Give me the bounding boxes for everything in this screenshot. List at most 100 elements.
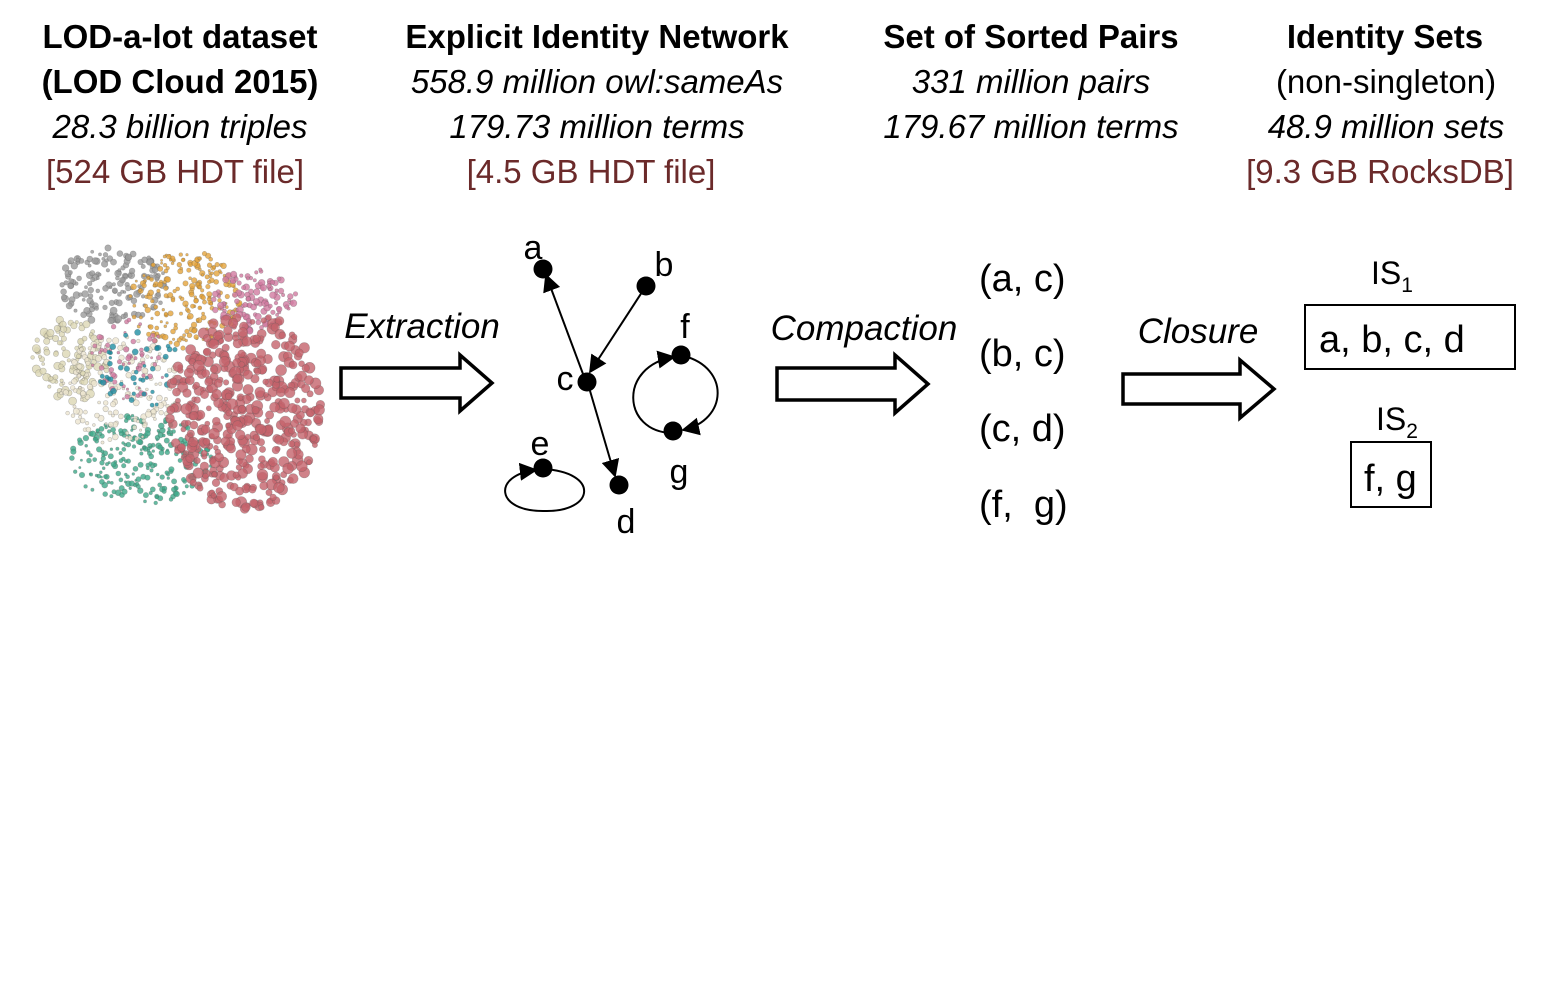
node-b [636,276,656,296]
cloud-dot [202,347,212,357]
cloud-dot [39,367,47,375]
cloud-dot [160,375,164,380]
cloud-dot [160,261,164,265]
cloud-dot [190,321,198,329]
cloud-dot [200,273,205,277]
cloud-dot [306,390,314,398]
cloud-dot [155,438,159,442]
column-explicit-identity-network: Explicit Identity Network 558.9 million … [405,18,789,190]
cloud-dot [185,253,189,257]
cloud-dot [254,270,259,275]
cloud-dot [47,384,52,389]
cloud-dot [252,334,261,343]
cloud-dot [189,282,196,290]
cloud-dot [139,353,144,358]
cloud-dot [241,336,253,347]
column-set-of-sorted-pairs: Set of Sorted Pairs 331 million pairs 17… [883,18,1178,145]
cloud-dot [92,423,96,427]
cloud-dot [212,331,223,341]
cloud-dot [176,337,182,343]
cloud-dot [150,356,154,360]
cloud-dot [153,462,158,468]
cloud-dot [184,338,188,343]
cloud-dot [172,337,176,341]
node-label-f: f [680,308,690,346]
cloud-dot [30,355,35,360]
cloud-dot [112,433,119,441]
cloud-dot [241,285,247,291]
cloud-dot [166,346,173,353]
node-label-c: c [557,360,574,398]
cloud-dot [102,347,108,353]
gray-cluster [59,244,169,325]
cloud-dot [129,250,137,258]
cloud-dot [158,300,163,306]
cloud-dot [180,345,186,351]
cloud-dot [82,320,91,329]
identity-set-box [1350,441,1432,508]
cloud-dot [193,396,201,404]
cloud-dot [223,325,233,336]
cloud-dot [287,403,298,414]
cloud-dot [115,446,120,451]
cloud-dot [128,267,136,275]
step-label: Compaction [771,309,958,348]
cloud-dot [96,333,103,341]
cloud-dot [110,426,116,433]
cloud-dot [95,276,100,281]
cloud-dot [252,433,261,442]
cloud-dot [173,340,181,348]
cloud-dot [201,251,208,257]
cloud-dot [157,482,163,488]
cloud-dot [313,413,324,425]
cloud-dot [109,494,114,499]
identity-set-label: IS2 [1376,401,1418,443]
cloud-dot [97,431,103,436]
cloud-dot [306,409,315,418]
cloud-dot [71,359,78,366]
cloud-dot [205,405,212,412]
cloud-dot [126,317,132,323]
cloud-dot [106,429,112,434]
cloud-dot [147,336,153,342]
cloud-dot [149,277,154,282]
cloud-dot [130,413,135,418]
cloud-dot [78,414,83,419]
cloud-dot [238,361,245,368]
cloud-dot [278,331,287,340]
cloud-dot [149,395,153,399]
cloud-dot [141,418,147,424]
cloud-dot [217,298,222,303]
cloud-dot [162,280,167,285]
cloud-dot [169,377,178,386]
cloud-dot [130,283,137,291]
cloud-dot [238,404,246,413]
cloud-dot [60,294,67,301]
cloud-dot [108,367,115,373]
cloud-dot [182,388,192,398]
cloud-dot [144,430,151,437]
cloud-dot [118,428,124,434]
cloud-dot [204,377,214,387]
cloud-dot [245,296,251,302]
cloud-dot [95,288,101,294]
cloud-dot [282,462,294,475]
cloud-dot [107,453,114,460]
cloud-dot [232,334,240,342]
cloud-dot [190,303,196,309]
pair-item: (c, d) [979,408,1066,450]
node-g [663,421,683,441]
column-title-line: Identity Sets [1287,18,1483,55]
cloud-dot [186,332,193,339]
cloud-dot [139,451,144,456]
cloud-dot [193,359,205,372]
cloud-dot [150,298,155,304]
cloud-dot [141,373,146,378]
cloud-dot [62,389,70,396]
cloud-dot [85,426,92,433]
cloud-dot [209,365,219,374]
cloud-dot [107,410,113,416]
cloud-dot [288,360,298,370]
cloud-dot [166,476,171,480]
